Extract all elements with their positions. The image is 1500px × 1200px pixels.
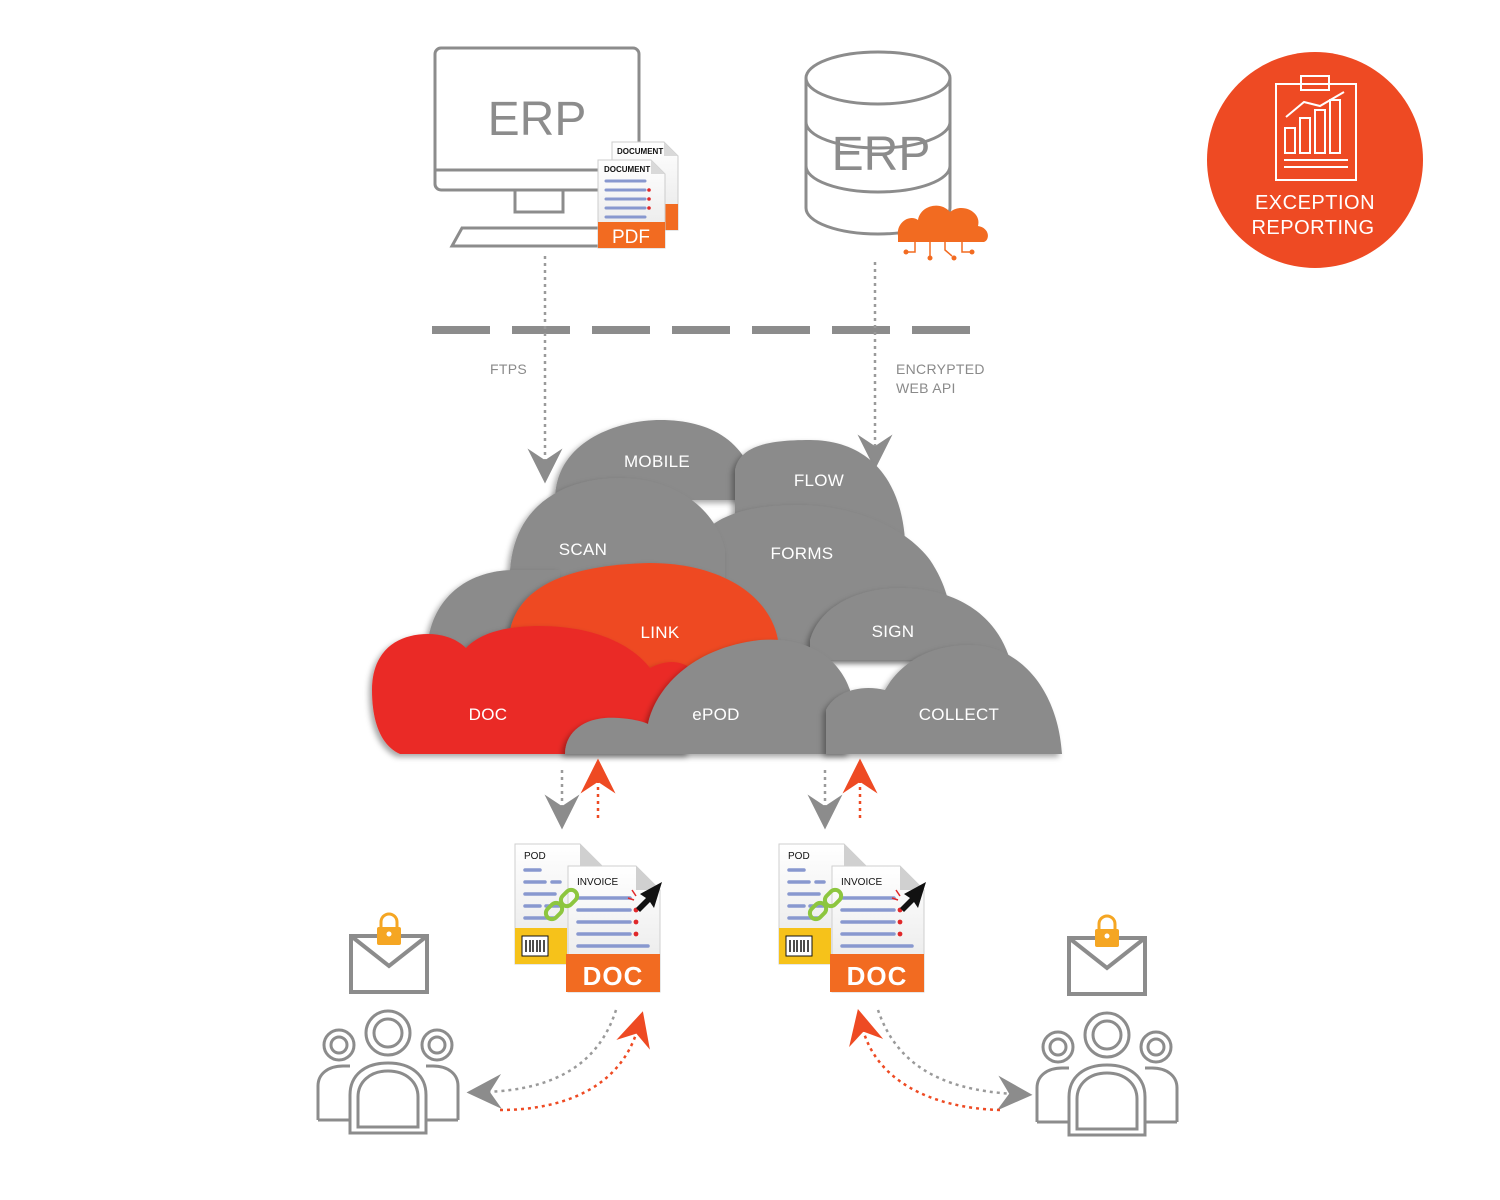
padlock-envelope-icon — [349, 912, 429, 994]
cloud-label-mobile: MOBILE — [624, 452, 690, 471]
right-user-orange-arrow — [849, 1008, 1001, 1112]
cloud-label-sign: SIGN — [872, 622, 915, 641]
doc-stack-left: POD INVOICE — [514, 843, 662, 993]
clipboard-chart-icon — [1275, 75, 1357, 181]
cloud-label-forms: FORMS — [771, 544, 834, 563]
cloud-network-icon — [897, 205, 988, 261]
left-user-group — [316, 912, 460, 1135]
pod-label-left: POD — [524, 851, 546, 862]
cloud-label-epod: ePOD — [692, 705, 740, 724]
chain-link-icon — [807, 887, 844, 922]
pdf-tag: PDF — [612, 227, 650, 248]
cursor-arrow-icon — [891, 882, 926, 912]
cloud-label-link: LINK — [641, 623, 680, 642]
doc-tag-left: DOC — [583, 961, 644, 991]
padlock-envelope-icon — [1067, 914, 1147, 996]
group-users-icon — [1035, 1011, 1179, 1137]
group-users-icon — [316, 1009, 460, 1135]
left-user-orange-arrow — [499, 1011, 650, 1112]
cloud-label-flow: FLOW — [794, 471, 844, 490]
right-user-group — [1035, 914, 1179, 1137]
doc-tag-right: DOC — [847, 961, 908, 991]
cloud-label-scan: SCAN — [559, 540, 607, 559]
service-cloud: MOBILE FLOW SCAN FORMS LINK SIGN DOC ePO… — [372, 420, 1062, 754]
pod-label-right: POD — [788, 851, 810, 862]
chain-link-icon — [543, 887, 580, 922]
barcode-icon — [785, 935, 813, 957]
cloud-label-collect: COLLECT — [919, 705, 1000, 724]
exception-line-1: EXCEPTION — [1255, 192, 1375, 214]
exception-reporting-badge: EXCEPTION REPORTING — [1207, 52, 1423, 268]
cursor-arrow-icon — [627, 882, 662, 912]
cloud-collect — [826, 645, 1062, 754]
pdf-doc-label-1: DOCUMENT — [617, 147, 663, 156]
invoice-label-left: INVOICE — [577, 877, 618, 888]
ftps-label: FTPS — [490, 361, 527, 377]
erp-database-label: ERP — [832, 128, 931, 181]
left-user-gray-arrow — [466, 1009, 618, 1110]
cloud-sign — [810, 588, 1010, 660]
barcode-icon — [521, 935, 549, 957]
erp-desktop-label: ERP — [488, 93, 587, 146]
pdf-doc-label-2: DOCUMENT — [604, 165, 650, 174]
cloud-label-doc: DOC — [469, 705, 508, 724]
exception-line-2: REPORTING — [1251, 217, 1374, 239]
cloud-epod — [565, 639, 850, 754]
invoice-label-right: INVOICE — [841, 877, 882, 888]
encrypted-label: ENCRYPTED — [896, 361, 985, 377]
erp-database: ERP — [804, 50, 988, 261]
web-api-label: WEB API — [896, 380, 956, 396]
pdf-documents-icon: DOCUMENT DOCUMENT PDF — [597, 141, 679, 249]
doc-stack-right: POD INVOICE — [778, 843, 926, 993]
erp-desktop: ERP DOCUMENT DOCUMENT PDF — [433, 46, 679, 249]
